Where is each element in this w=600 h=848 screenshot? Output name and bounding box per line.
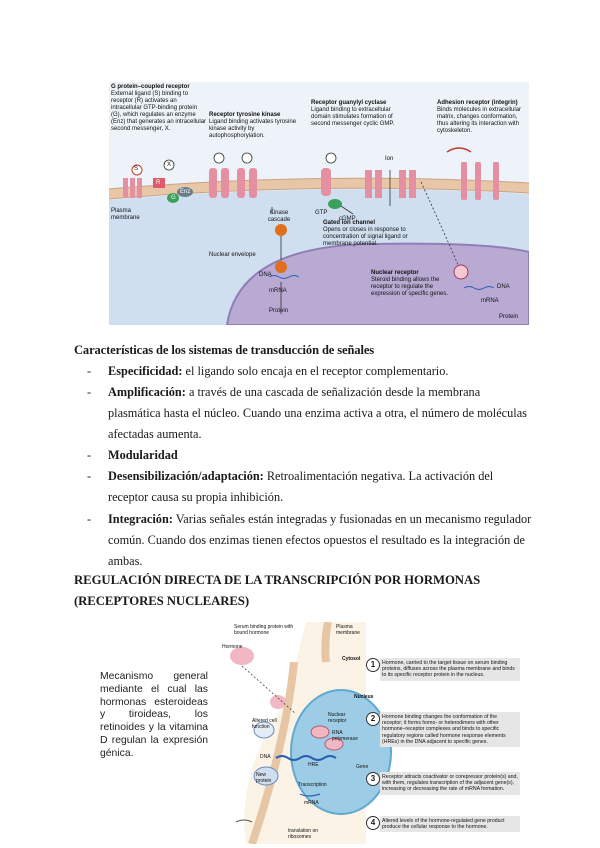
step-text: Hormone binding changes the conformation… [380, 712, 520, 747]
list-dash: - [87, 445, 91, 466]
nuclear-envelope-label: Nuclear envelope [209, 252, 259, 259]
gtp-label: GTP [315, 210, 327, 217]
gprotein-g-label: G [171, 195, 176, 202]
protein-label: Protein [269, 308, 288, 315]
guanylyl-title: Receptor guanylyl cyclase [311, 100, 386, 106]
section1-heading: Características de los sistemas de trans… [74, 343, 374, 358]
step-text: Hormone, carried to the target tissue on… [380, 658, 520, 681]
signal-transduction-figure: G protein–coupled receptor External liga… [109, 82, 529, 325]
enzyme-enz-label: Enz [180, 189, 190, 196]
receptor-r-label: R [156, 180, 160, 187]
mrna-label-3: mRNA [304, 800, 319, 806]
ligand-s-label: S [134, 166, 138, 173]
list-term: Modularidad [108, 448, 178, 462]
list-dash: - [87, 361, 91, 382]
gpcr-label: G protein–coupled receptor External liga… [111, 84, 207, 133]
list-term: Amplificación: [108, 385, 186, 399]
transcription-label: Transcription [298, 782, 327, 788]
gated-channel-label: Gated ion channel Opens or closes in res… [323, 220, 411, 248]
messenger-x-label: X [167, 162, 171, 169]
list-term: Especificidad: [108, 364, 182, 378]
rtk-description: Ligand binding activates tyrosine kinase… [209, 119, 296, 139]
plasma-membrane-label-2: Plasma membrane [336, 624, 372, 636]
altered-cell-label: Altered cell function [252, 718, 282, 730]
step-number: 1 [366, 658, 380, 672]
step-number: 4 [366, 816, 380, 830]
rtk-label: Receptor tyrosine kinase Ligand binding … [209, 112, 301, 140]
dna-label-3: DNA [260, 754, 271, 760]
dna-label: DNA [259, 272, 272, 279]
kinase-node-2 [275, 261, 287, 273]
gpcr-description: External ligand (S) binding to receptor … [111, 91, 206, 132]
mechanism-description: Mecanismo general mediante el cual las h… [100, 671, 208, 761]
protein-label-2: Protein [499, 314, 518, 321]
gene-label: Gene [356, 764, 368, 770]
hre-label: HRE [308, 762, 319, 768]
list-term: Desensibilización/adaptación: [108, 469, 264, 483]
dna-label-2: DNA [497, 284, 510, 291]
plasma-membrane-label: Plasma membrane [111, 208, 161, 222]
step-text: Receptor attracts coactivator or corepre… [380, 772, 520, 795]
list-text: el ligando solo encaja en el receptor co… [182, 364, 448, 378]
section2-heading-line2: (RECEPTORES NUCLEARES) [74, 594, 249, 609]
adhesion-description: Binds molecules in extracellular matrix,… [437, 107, 521, 134]
adhesion-title: Adhesion receptor (integrin) [437, 100, 518, 106]
cgmp-label: cGMP [339, 216, 356, 223]
nuclear-description: Steroid binding allows the receptor to r… [371, 277, 448, 297]
hormone-label: Hormone [222, 644, 243, 650]
nuclear-receptor-figure: Serum binding protein with bound hormone… [216, 622, 524, 844]
list-dash: - [87, 466, 91, 487]
guanylyl-label: Receptor guanylyl cyclase Ligand binding… [311, 100, 397, 128]
ion-label: Ion [385, 156, 393, 163]
nucleus-label: Nucleus [354, 694, 373, 700]
kinase-cascade-label: Kinase cascade [259, 210, 299, 224]
rna-polymerase-label: RNA polymerase [332, 730, 366, 742]
serum-binding-label: Serum binding protein with bound hormone [234, 624, 304, 636]
nuclear-title: Nuclear receptor [371, 270, 419, 276]
kinase-node-1 [275, 224, 287, 236]
nuclear-receptor-label-2: Nuclear receptor [328, 712, 362, 724]
step-text: Altered levels of the hormone-regulated … [380, 816, 520, 832]
mrna-label: mRNA [269, 288, 287, 295]
list-dash: - [87, 382, 91, 403]
section2-heading-line1: REGULACIÓN DIRECTA DE LA TRANSCRIPCIÓN P… [74, 573, 480, 588]
gated-description: Opens or closes in response to concentra… [323, 227, 408, 247]
list-term: Integración: [108, 512, 173, 526]
gpcr-title: G protein–coupled receptor [111, 84, 190, 90]
rtk-title: Receptor tyrosine kinase [209, 112, 280, 118]
guanylyl-description: Ligand binding to extracellular domain s… [311, 107, 394, 127]
nuclear-receptor-label: Nuclear receptor Steroid binding allows … [371, 270, 455, 298]
step-number: 2 [366, 712, 380, 726]
new-protein-label: New protein [256, 772, 280, 784]
step-number: 3 [366, 772, 380, 786]
cytosol-label: Cytosol [342, 656, 360, 662]
adhesion-label: Adhesion receptor (integrin) Binds molec… [437, 100, 527, 135]
translation-label: translation on ribosomes [288, 828, 334, 840]
list-dash: - [87, 509, 91, 530]
mrna-label-2: mRNA [481, 298, 499, 305]
